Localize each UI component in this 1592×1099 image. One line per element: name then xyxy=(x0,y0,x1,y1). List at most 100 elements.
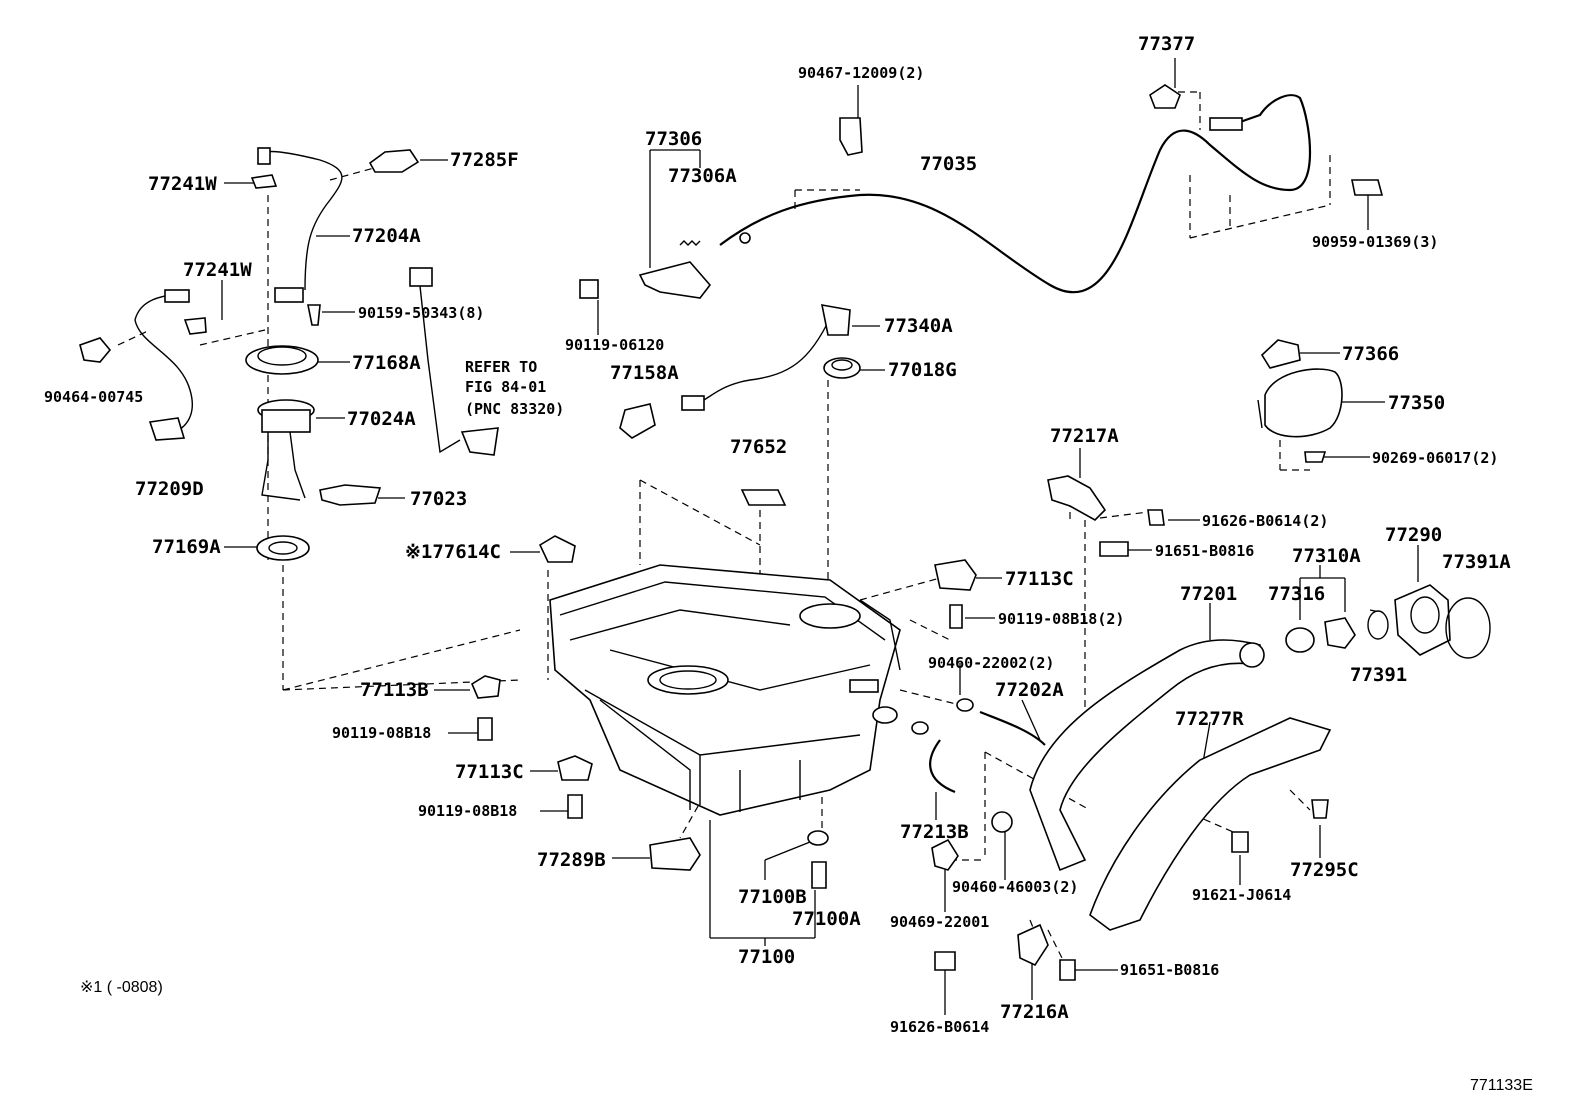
bolt-91626-B0614-upper xyxy=(1147,509,1165,526)
label-91626-B0614: 91626-B0614 xyxy=(890,1018,989,1036)
label-fig-84-01: FIG 84-01 xyxy=(465,378,546,396)
label-77289B: 77289B xyxy=(537,849,606,871)
bolt-91651-B0816-low xyxy=(1059,959,1076,981)
label-90119-08B18-low: 90119-08B18 xyxy=(418,802,517,820)
label-90467-12009: 90467-12009(2) xyxy=(798,64,924,82)
label-77377: 77377 xyxy=(1138,33,1195,55)
bracket-77216A xyxy=(1017,923,1049,967)
sensor-77340A xyxy=(681,304,851,411)
label-77169A: 77169A xyxy=(152,536,221,558)
label-77035: 77035 xyxy=(920,153,977,175)
label-91651-B0816-low: 91651-B0816 xyxy=(1120,961,1219,979)
bolt-90119-08B18-low xyxy=(567,794,583,819)
label-77113C-top: 77113C xyxy=(1005,568,1074,590)
label-77290: 77290 xyxy=(1385,524,1442,546)
label-77391A: 77391A xyxy=(1442,551,1511,573)
lever-77306 xyxy=(638,261,712,299)
figure-code: 771133E xyxy=(1470,1077,1533,1094)
label-77100B: 77100B xyxy=(738,886,807,908)
connector-refer xyxy=(409,267,499,456)
part-77614C xyxy=(538,535,576,563)
label-90119-08B18-2: 90119-08B18(2) xyxy=(998,610,1124,628)
pad-77113B xyxy=(470,675,501,699)
bolt-90119-08B18-mid xyxy=(477,717,493,741)
label-91651-B0816-upper: 91651-B0816 xyxy=(1155,542,1254,560)
label-77306A: 77306A xyxy=(668,165,737,187)
label-77366: 77366 xyxy=(1342,343,1399,365)
wire-77204A xyxy=(264,150,343,291)
label-77241W-upper: 77241W xyxy=(148,173,217,195)
label-90460-46003: 90460-46003(2) xyxy=(952,878,1078,896)
part-90467-12009 xyxy=(839,117,863,156)
footnote: ※1 ( -0808) xyxy=(80,979,163,996)
label-77201: 77201 xyxy=(1180,583,1237,605)
label-90119-06120: 90119-06120 xyxy=(565,336,664,354)
filler-pipe-77201 xyxy=(1029,639,1265,872)
label-77216A: 77216A xyxy=(1000,1001,1069,1023)
bolt-90269-06017 xyxy=(1304,451,1327,463)
ring-77391A xyxy=(1445,597,1491,659)
sender-77023 xyxy=(319,484,382,506)
clip-90469-22001 xyxy=(931,838,959,871)
clip-77295C xyxy=(1311,799,1329,819)
screw-90159-50343 xyxy=(307,304,321,326)
label-91621-J0614: 91621-J0614 xyxy=(1192,886,1291,904)
label-77652: 77652 xyxy=(730,436,787,458)
pad-77652 xyxy=(740,489,787,506)
part-77316 xyxy=(1285,627,1315,653)
grommet-77018G xyxy=(823,357,861,379)
pad-77113C-top xyxy=(934,559,977,591)
label-90460-22002: 90460-22002(2) xyxy=(928,654,1054,672)
label-77202A: 77202A xyxy=(995,679,1064,701)
leader-lines xyxy=(117,58,1419,1015)
label-77306: 77306 xyxy=(645,128,702,150)
label-77023: 77023 xyxy=(410,488,467,510)
bolt-91626-B0614-low xyxy=(934,951,956,971)
part-77366 xyxy=(1260,339,1301,369)
hose-77213B xyxy=(929,739,956,794)
label-77241W-lower: 77241W xyxy=(183,259,252,281)
label-77100: 77100 xyxy=(738,946,795,968)
bolt-77100A xyxy=(811,861,827,889)
protector-77277R xyxy=(1089,717,1332,931)
bolt-91621-J0614 xyxy=(1231,831,1249,853)
part-labels: 77377 90467-12009(2) 77306 77306A 77035 … xyxy=(44,33,1533,1094)
label-90159-50343: 90159-50343(8) xyxy=(358,304,484,322)
cap-77310A xyxy=(1324,617,1356,649)
parts-drawing xyxy=(79,84,1491,981)
fuel-lid-cable-77035 xyxy=(719,94,1312,294)
label-91626-B0614-2: 91626-B0614(2) xyxy=(1202,512,1328,530)
bolt-90119-06120 xyxy=(579,279,599,299)
label-77285F: 77285F xyxy=(450,149,519,171)
plate-77168A xyxy=(245,345,319,375)
label-77209D: 77209D xyxy=(135,478,204,500)
bracket-77217A xyxy=(1047,475,1107,521)
label-77113B: 77113B xyxy=(360,679,429,701)
label-77024A: 77024A xyxy=(347,408,416,430)
label-90119-08B18-mid: 90119-08B18 xyxy=(332,724,431,742)
label-90464-00745: 90464-00745 xyxy=(44,388,143,406)
part-77158A xyxy=(619,403,656,439)
part-90959-01369 xyxy=(1351,179,1384,196)
housing-77290 xyxy=(1394,584,1451,656)
bolt-90119-08B18-top xyxy=(949,604,963,629)
label-77391: 77391 xyxy=(1350,664,1407,686)
spring-77306A xyxy=(679,240,701,246)
label-90959-01369: 90959-01369(3) xyxy=(1312,233,1438,251)
clip-77241W-upper xyxy=(250,174,278,189)
label-77316: 77316 xyxy=(1268,583,1325,605)
wire-77209D xyxy=(134,292,193,433)
label-77018G: 77018G xyxy=(888,359,957,381)
label-77310A: 77310A xyxy=(1292,545,1361,567)
label-refer-to: REFER TO xyxy=(465,358,537,376)
label-77350: 77350 xyxy=(1388,392,1445,414)
label-77158A: 77158A xyxy=(610,362,679,384)
fuel-tank-77100 xyxy=(549,564,901,816)
label-77100A: 77100A xyxy=(792,908,861,930)
pad-77113C-low xyxy=(557,755,593,781)
part-77377 xyxy=(1149,84,1181,109)
label-77213B: 77213B xyxy=(900,821,969,843)
label-77113C-low: 77113C xyxy=(455,761,524,783)
